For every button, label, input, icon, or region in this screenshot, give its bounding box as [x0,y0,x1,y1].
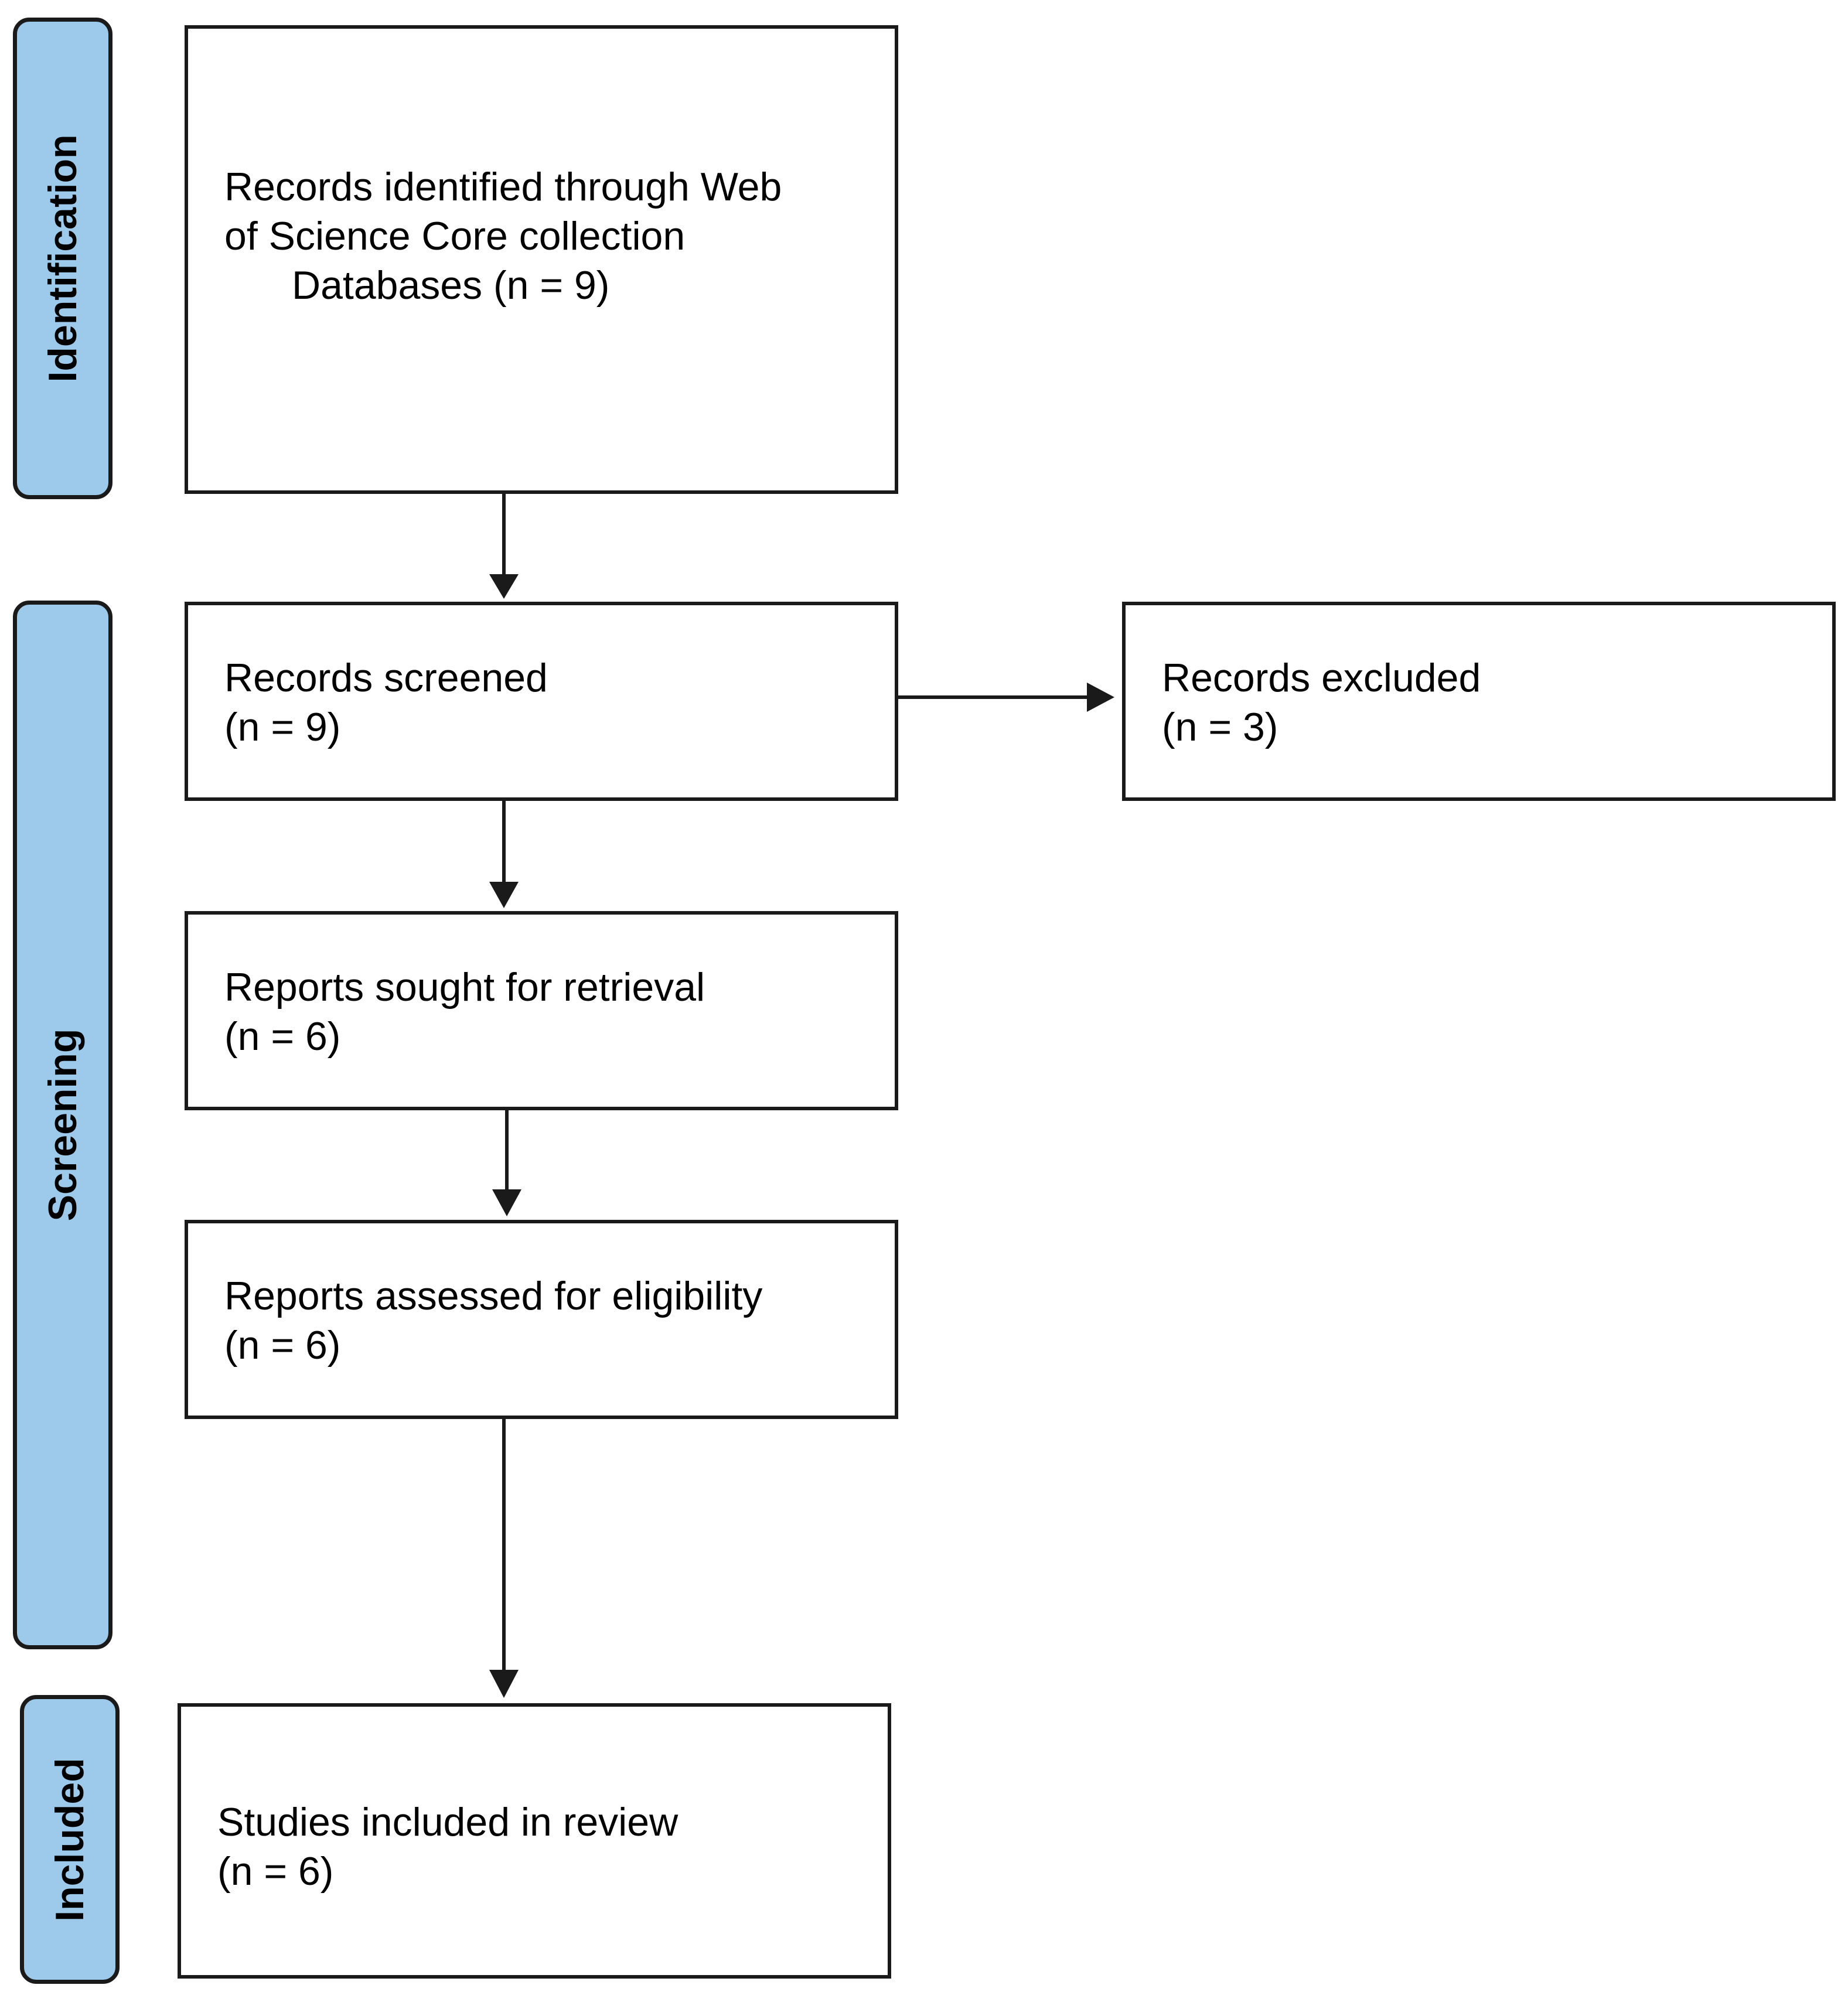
arrowhead-sought-to-assessed [492,1189,521,1216]
records-identified-line2: of Science Core collection [224,214,686,258]
reports-assessed-label: Reports assessed for eligibility [224,1274,763,1318]
records-screened-box: Records screened (n = 9) [185,602,898,801]
reports-assessed-box: Reports assessed for eligibility (n = 6) [185,1220,898,1419]
arrowhead-assessed-to-included [489,1670,519,1698]
reports-sought-label: Reports sought for retrieval [224,965,705,1009]
phase-identification: Identification [13,18,112,499]
records-identified-box: Records identified through Web of Scienc… [185,25,898,494]
records-identified-line1: Records identified through Web [224,165,782,209]
studies-included-count: (n = 6) [217,1849,334,1894]
studies-included-label: Studies included in review [217,1800,678,1844]
arrowhead-screened-to-excluded [1087,683,1114,712]
reports-assessed-count: (n = 6) [224,1323,341,1367]
records-screened-label: Records screened [224,656,548,700]
phase-screening: Screening [13,601,112,1649]
reports-sought-count: (n = 6) [224,1014,341,1059]
arrowhead-screened-to-sought [489,882,519,908]
records-screened-count: (n = 9) [224,705,341,749]
records-excluded-count: (n = 3) [1162,705,1278,749]
phase-included: Included [20,1695,120,1984]
reports-sought-box: Reports sought for retrieval (n = 6) [185,911,898,1110]
records-identified-line3: Databases (n = 9) [292,263,610,308]
records-excluded-box: Records excluded (n = 3) [1122,602,1836,801]
studies-included-box: Studies included in review (n = 6) [178,1703,891,1979]
records-excluded-label: Records excluded [1162,656,1481,700]
arrowhead-identified-to-screened [489,574,519,599]
